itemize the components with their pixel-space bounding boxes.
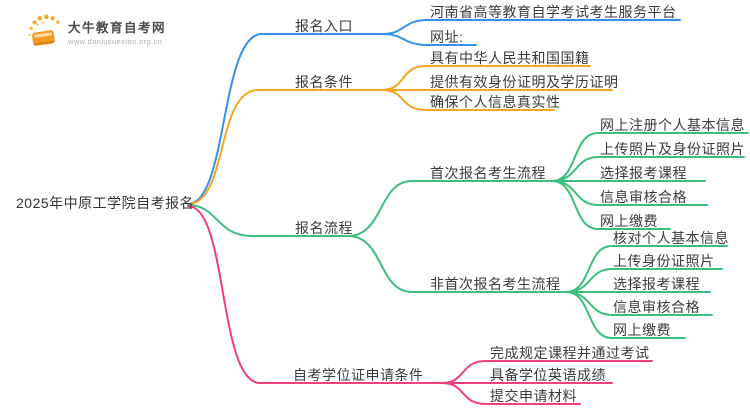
first-step-choose-courses: 选择报考课程 <box>600 165 687 181</box>
condition-id-proof: 提供有效身份证明及学历证明 <box>430 74 619 90</box>
branch-lines-degree <box>187 205 653 405</box>
branch-degree-conditions: 自考学位证申请条件 <box>293 367 424 383</box>
first-step-pay-online: 网上缴费 <box>600 213 658 229</box>
site-logo: 大牛教育自考网 www.daniuxuexiao.org.cn <box>26 13 166 53</box>
branch-lines-process <box>187 132 749 339</box>
entry-child-platform: 河南省高等教育自学考试考生服务平台 <box>430 4 677 20</box>
condition-true-info: 确保个人信息真实性 <box>430 94 561 110</box>
nonfirst-step-upload-id: 上传身份证照片 <box>613 253 715 269</box>
condition-nationality: 具有中华人民共和国国籍 <box>430 50 590 66</box>
root-node: 2025年中原工学院自考报名 <box>16 195 195 211</box>
entry-child-url: 网址: <box>430 29 464 45</box>
branch-process: 报名流程 <box>295 220 353 236</box>
first-step-upload-photos: 上传照片及身份证照片 <box>600 141 745 157</box>
site-url: www.daniuxuexiao.org.cn <box>68 36 163 46</box>
first-step-review-pass: 信息审核合格 <box>600 189 687 205</box>
site-name: 大牛教育自考网 <box>68 20 167 35</box>
degree-submit-materials: 提交申请材料 <box>490 388 577 404</box>
branch-entry: 报名入口 <box>295 18 353 34</box>
nonfirst-step-verify-info: 核对个人基本信息 <box>613 230 729 246</box>
process-first-time: 首次报名考生流程 <box>430 165 546 181</box>
process-non-first-time: 非首次报名考生流程 <box>430 276 561 292</box>
degree-english-score: 具备学位英语成绩 <box>490 367 606 383</box>
book-rays-icon <box>28 14 60 46</box>
branch-lines-entry <box>187 19 681 205</box>
nonfirst-step-choose-courses: 选择报考课程 <box>613 276 700 292</box>
nonfirst-step-review-pass: 信息审核合格 <box>613 299 700 315</box>
degree-complete-courses: 完成规定课程并通过考试 <box>490 345 650 361</box>
branch-lines-conditions <box>187 65 613 205</box>
branch-conditions: 报名条件 <box>295 74 353 90</box>
first-step-register: 网上注册个人基本信息 <box>600 117 745 133</box>
nonfirst-step-pay-online: 网上缴费 <box>613 322 671 338</box>
